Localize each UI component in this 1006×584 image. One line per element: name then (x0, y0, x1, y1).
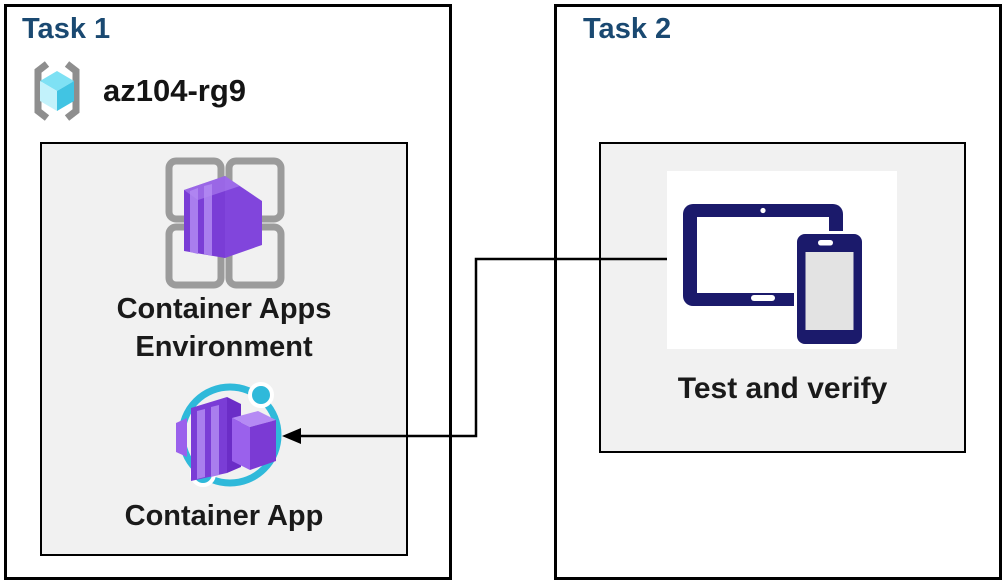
task2-title: Task 2 (583, 13, 672, 45)
test-and-verify-label: Test and verify (677, 372, 888, 405)
environment-label: Container Apps Environment (116, 293, 332, 363)
resource-group-icon (34, 61, 80, 121)
task1-title: Task 1 (22, 13, 111, 45)
resource-group-name: az104-rg9 (103, 73, 247, 108)
container-app-icon (176, 382, 282, 487)
container-app-label: Container App (124, 500, 324, 532)
test-devices-icon (683, 204, 865, 347)
task1-box: Task 1 az104-rg9 (4, 4, 452, 580)
device-icon-background (667, 171, 897, 349)
task2-box: Task 2 Test and verify (554, 4, 1002, 580)
resource-group-row: az104-rg9 (26, 58, 246, 124)
container-apps-environment-icon (165, 157, 285, 289)
